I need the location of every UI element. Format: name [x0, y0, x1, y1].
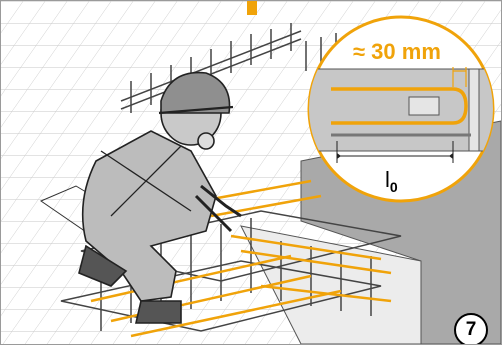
position-marker: [247, 1, 257, 15]
step-number-badge: 7: [454, 313, 488, 345]
spacing-label: ≈ 30 mm: [353, 39, 441, 64]
